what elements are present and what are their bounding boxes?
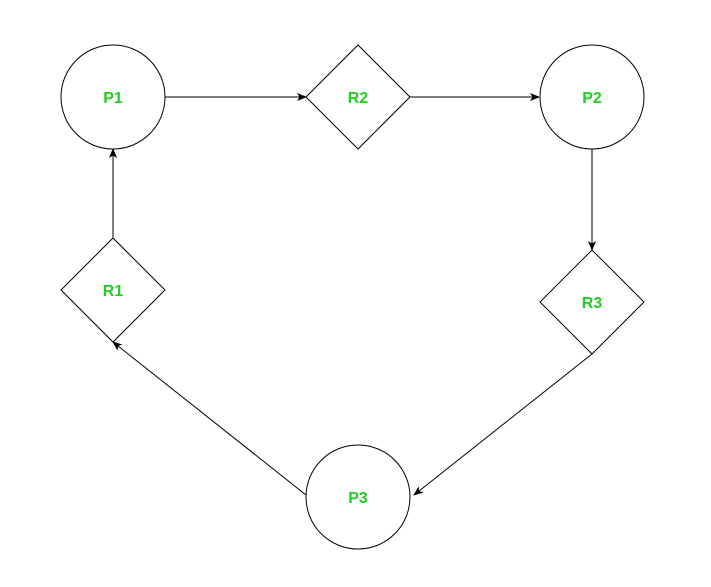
resource-node-r1[interactable]: R1 <box>60 237 166 343</box>
node-label: P1 <box>103 90 123 107</box>
process-node-p3[interactable]: P3 <box>305 444 411 550</box>
resource-node-r3[interactable]: R3 <box>539 249 645 355</box>
resource-node-r2[interactable]: R2 <box>305 44 411 150</box>
node-label: P2 <box>582 90 602 107</box>
node-label: R1 <box>103 283 124 300</box>
edge-p3-to-r1 <box>112 341 307 496</box>
process-node-p1[interactable]: P1 <box>60 44 166 150</box>
node-label: R3 <box>582 295 603 312</box>
node-label: R2 <box>348 90 369 107</box>
process-node-p2[interactable]: P2 <box>539 44 645 150</box>
node-label: P3 <box>348 490 368 507</box>
edge-r3-to-p3 <box>413 353 593 496</box>
